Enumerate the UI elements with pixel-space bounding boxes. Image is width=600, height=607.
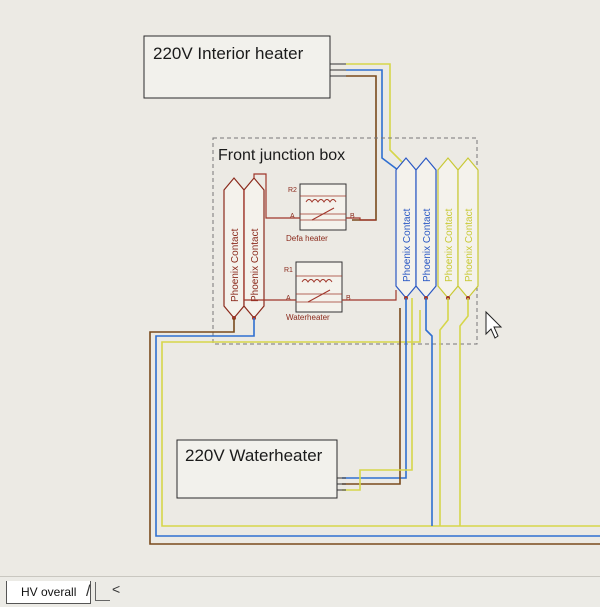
connector-label: Phoenix Contact: [250, 228, 261, 302]
relay-waterheater[interactable]: R1 A B Waterheater: [284, 261, 351, 322]
phoenix-connector-blue-1[interactable]: Phoenix Contact: [395, 157, 417, 299]
relay-terminal-a: A: [290, 213, 295, 220]
junction-box-label: Front junction box: [218, 147, 345, 164]
relay-terminal-b: B: [346, 295, 351, 302]
phoenix-connector-left-1[interactable]: Phoenix Contact: [223, 177, 245, 319]
junction-box-wiring: [243, 173, 397, 301]
waterheater-block[interactable]: 220V Waterheater: [176, 439, 346, 499]
phoenix-connector-blue-2[interactable]: Phoenix Contact: [415, 157, 437, 299]
connector-label: Phoenix Contact: [464, 208, 475, 282]
phoenix-connector-left-2[interactable]: Phoenix Contact: [243, 177, 265, 319]
phoenix-connector-yellow-1[interactable]: Phoenix Contact: [437, 157, 459, 299]
new-sheet-tab[interactable]: [95, 582, 110, 601]
relay-id: R1: [284, 267, 293, 274]
connector-label: Phoenix Contact: [422, 208, 433, 282]
tab-separator: /: [86, 583, 91, 600]
relay-terminal-b: B: [350, 213, 355, 220]
waterheater-label: 220V Waterheater: [185, 446, 323, 465]
interior-heater-label: 220V Interior heater: [153, 44, 304, 63]
main-cable-bundle: [149, 310, 600, 545]
scroll-left-icon[interactable]: <: [112, 581, 121, 597]
tab-hv-overall[interactable]: HV overall: [6, 581, 92, 604]
waterheater-feed-wires: [342, 298, 469, 526]
relay-name: Defa heater: [286, 234, 328, 243]
relay-id: R2: [288, 187, 297, 194]
connector-label: Phoenix Contact: [230, 228, 241, 302]
mouse-cursor-icon: [485, 310, 503, 339]
tab-label: HV overall: [21, 585, 77, 599]
relay-defa-heater[interactable]: R2 A B Defa heater: [286, 183, 355, 243]
connector-label: Phoenix Contact: [444, 208, 455, 282]
interior-heater-block[interactable]: 220V Interior heater: [143, 35, 346, 99]
connector-label: Phoenix Contact: [402, 208, 413, 282]
relay-name: Waterheater: [286, 313, 330, 322]
phoenix-connector-yellow-2[interactable]: Phoenix Contact: [457, 157, 479, 299]
sheet-tab-bar: HV overall / <: [0, 576, 600, 607]
relay-terminal-a: A: [286, 295, 291, 302]
